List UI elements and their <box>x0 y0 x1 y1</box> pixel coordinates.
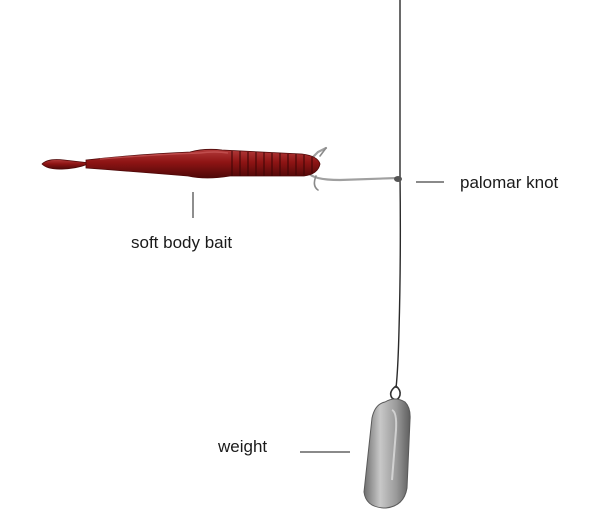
soft-body-bait-label: soft body bait <box>131 233 233 252</box>
worm-body <box>85 148 321 179</box>
sinker-weight-shape <box>363 398 411 509</box>
hook-barb <box>313 147 327 191</box>
fishing-line <box>395 0 402 389</box>
sinker-loop <box>389 385 401 401</box>
worm-ribs <box>231 151 313 176</box>
worm-sheen <box>99 151 229 160</box>
palomar-knot-label: palomar knot <box>460 173 559 192</box>
palomar-knot-shape <box>394 176 402 182</box>
hook <box>306 146 400 182</box>
worm-tail <box>41 159 92 170</box>
weight-label: weight <box>218 437 268 456</box>
sinker-highlight <box>391 409 398 481</box>
